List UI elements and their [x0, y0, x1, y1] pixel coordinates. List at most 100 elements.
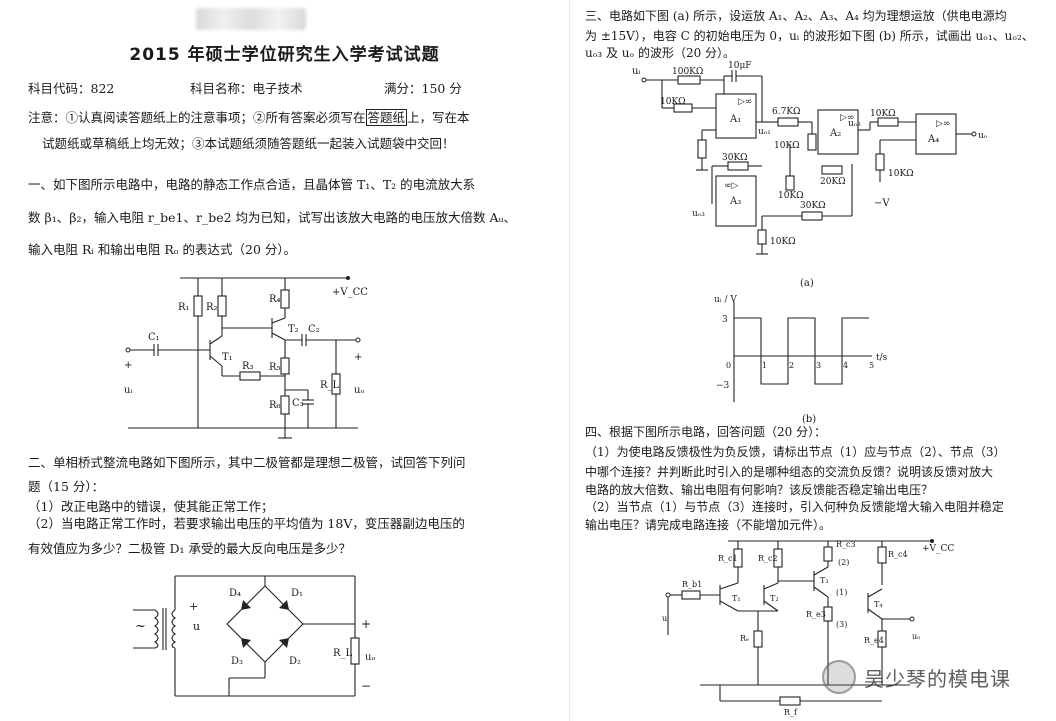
q2-bridge-diagram: ~ + u D₄ D₁ D₃ D₂ R_L + uₒ −	[133, 575, 375, 697]
q1-r2-label: R₂	[206, 302, 218, 313]
q2-rl-label: R_L	[333, 648, 353, 659]
q3-neg-v: −V	[874, 198, 890, 209]
q3-line-1: 三、电路如下图 (a) 所示，设运放 A₁、A₂、A₃、A₄ 均为理想运放（供电…	[585, 9, 1007, 23]
q2-d4	[241, 600, 251, 610]
q3-uo3-label: uₒ₃	[692, 209, 705, 219]
q3-c-label: 10μF	[728, 61, 752, 71]
q1-r3-label: R₃	[242, 361, 254, 372]
q3-uo2-label: uₒ₂	[848, 119, 861, 129]
q4-re3-label: R_e3	[806, 610, 826, 619]
q3-r5	[727, 161, 749, 171]
notice-line-1-a: 注意：①认真阅读答题纸上的注意事项；②所有答案必须写在	[28, 110, 366, 125]
q4-rf-label: R_f	[784, 708, 798, 717]
q4-node-3: (3)	[836, 620, 847, 629]
q1-r6-label: R₆	[269, 400, 281, 411]
q3-r11	[875, 153, 885, 171]
q1-r6	[280, 395, 290, 415]
q1-r4	[280, 289, 290, 309]
q4-t3-label: T₃	[820, 576, 829, 585]
svg-text:▷∞: ▷∞	[738, 97, 752, 107]
q2-ac-symbol: ~	[135, 619, 146, 634]
q2-d3-label: D₃	[231, 656, 243, 667]
q4-re	[753, 630, 763, 648]
q3-r1	[677, 75, 701, 85]
q1-uo-label: uₒ	[354, 385, 364, 396]
q4-rc4-label: R_c4	[888, 550, 908, 559]
q1-r2	[217, 295, 227, 317]
q3-r-20k	[821, 165, 843, 175]
subject-name: 科目名称：电子技术	[190, 81, 303, 96]
q3-ui-label: uᵢ	[632, 66, 640, 77]
column-divider	[569, 0, 570, 721]
wave-xlabel: t/s	[876, 353, 888, 363]
wave-xtick-0: 0	[726, 361, 731, 370]
wave-xtick-3: 3	[816, 361, 821, 370]
q3-a4-label: A₄	[927, 134, 939, 145]
q2-item-2a: （2）当电路正常工作时，若要求输出电压的平均值为 18V，变压器副边电压的	[28, 516, 465, 531]
q1-r5	[280, 357, 290, 375]
q4-ui-label: uᵢ	[662, 614, 669, 623]
q3-r-prime	[697, 139, 707, 159]
q1-rl-label: R_L	[320, 380, 340, 391]
q3-waveform-chart: uᵢ / V t/s 3 −3 0 1 2 3 4 5 (b)	[714, 295, 888, 425]
q3-r2	[673, 103, 693, 113]
q3-a1-label: A₁	[729, 114, 741, 125]
q2-d1	[279, 600, 289, 610]
q3-uo-label: uₒ	[978, 131, 988, 141]
q4-line-1: 四、根据下图所示电路，回答问题（20 分）：	[585, 425, 827, 439]
q1-vcc-label: +V_CC	[332, 287, 368, 298]
q4-amplifier-diagram: +V_CC R_c1 R_c2 R_c3 (2) R_c4 R_b1 uᵢ	[662, 539, 954, 717]
q3-r8-label: 30KΩ	[800, 201, 826, 211]
q1-circuit-diagram: +V_CC R₁ R₂ R₄ T₂ C₂ R₅	[124, 276, 368, 439]
notice-boxed-word: 答题纸	[365, 109, 408, 126]
q3-a2	[817, 109, 859, 155]
q3-line-2: 为 ±15V），电容 C 的初始电压为 0，uᵢ 的波形如下图 (b) 所示，试…	[585, 29, 1034, 43]
q2-d1-label: D₁	[291, 588, 303, 599]
q3-r4	[807, 133, 817, 151]
watermark: 吴少琴的模电课	[822, 660, 1011, 694]
q2-plus-out: +	[361, 617, 371, 631]
q2-rl	[350, 637, 360, 665]
wave-ytick-3: 3	[722, 315, 728, 325]
q1-plus-in: +	[124, 360, 132, 371]
q1-ui-label: uᵢ	[124, 385, 132, 396]
q4-t4-label: T₄	[874, 600, 883, 609]
q3-r5-label: 30KΩ	[722, 153, 748, 163]
q1-r1	[193, 295, 203, 317]
q3-r6	[757, 229, 767, 245]
q4-item-1a: （1）为使电路反馈极性为负反馈，请标出节点（1）应与节点（2）、节点（3）	[585, 445, 1006, 459]
q4-rf	[779, 696, 801, 706]
q3-r3	[777, 117, 799, 127]
q2-minus-out: −	[361, 679, 371, 693]
q4-vcc-label: +V_CC	[922, 544, 954, 554]
wave-trace	[734, 317, 869, 385]
q4-item-2b: 输出电压？请完成电路连接（不能增加元件）。	[585, 518, 832, 532]
q4-rc3-label: R_c3	[836, 540, 856, 549]
q4-re4-label: R_e4	[864, 636, 884, 645]
q3-r10-label: 10KΩ	[870, 109, 896, 119]
q4-rc4	[877, 546, 887, 564]
q1-line-1: 一、如下图所示电路中，电路的静态工作点合适，且晶体管 T₁、T₂ 的电流放大系	[28, 177, 476, 192]
q2-line-1: 二、单相桥式整流电路如下图所示，其中二极管都是理想二极管，试回答下列问	[28, 455, 466, 470]
q4-rc1-label: R_c1	[718, 554, 738, 563]
notice-line-1: 注意：①认真阅读答题纸上的注意事项；②所有答案必须写在答题纸上，写在本	[28, 105, 470, 131]
q1-r1-label: R₁	[178, 302, 190, 313]
q4-t2-label: T₂	[770, 594, 779, 603]
notice-line-1-b: 上，写在本	[407, 110, 470, 125]
svg-text:∞▷: ∞▷	[724, 181, 738, 191]
q4-re-label: Rₑ	[740, 634, 749, 643]
q2-d2	[279, 638, 289, 648]
q3-caption-b: (b)	[802, 414, 816, 425]
q3-a3-label: A₃	[729, 196, 741, 207]
q1-t2-label: T₂	[288, 324, 299, 335]
q3-rx-label: 20KΩ	[820, 177, 846, 187]
q3-r3-label: 6.7KΩ	[772, 107, 801, 117]
q3-uo1-label: uₒ₁	[758, 127, 771, 137]
q2-uo-label: uₒ	[365, 652, 375, 663]
svg-text:▷∞: ▷∞	[840, 113, 854, 123]
q1-plus-out: +	[354, 352, 362, 363]
q3-caption-a: (a)	[800, 278, 814, 289]
q4-item-1b: 中哪个连接？并判断此时引入的是哪种组态的交流负反馈？说明该反馈对放大	[585, 465, 994, 479]
q1-r3	[239, 371, 261, 381]
q4-rc2-label: R_c2	[758, 554, 778, 563]
